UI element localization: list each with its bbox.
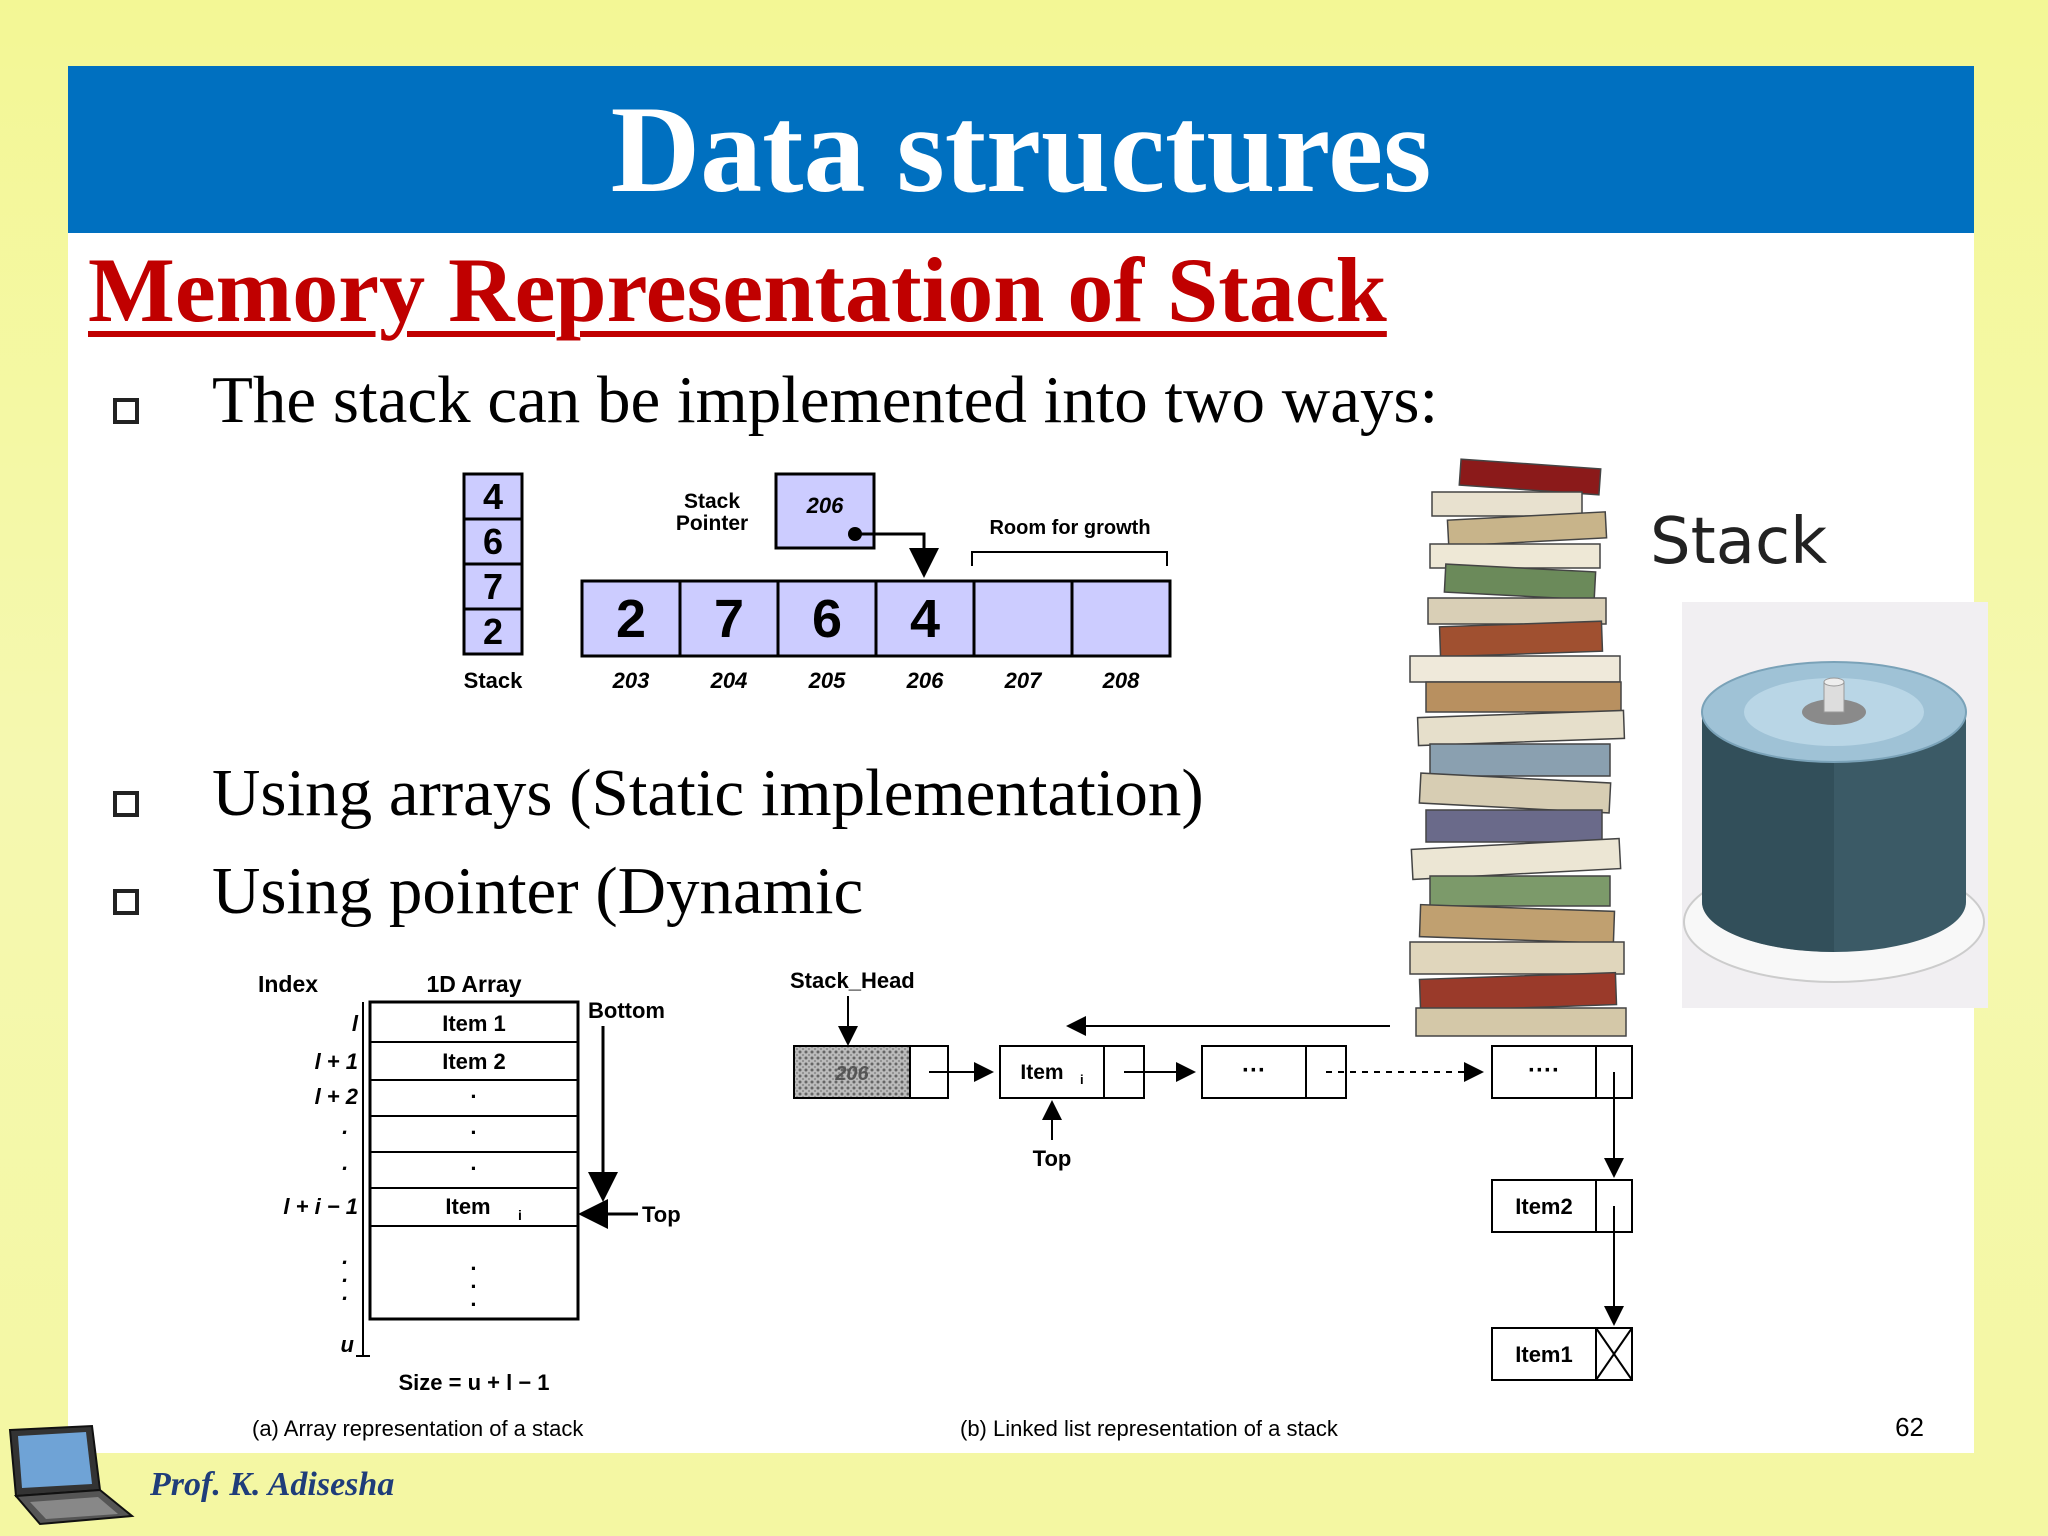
stack-cell: 2 — [483, 611, 503, 652]
head-node — [793, 1045, 911, 1099]
stack-array-figure: 4 6 7 2 Stack Stack Pointer 206 Room for… — [462, 472, 1172, 693]
stack-cell: 7 — [483, 566, 503, 607]
index-label: l — [352, 1011, 359, 1036]
item-i-label: Item — [1020, 1061, 1063, 1084]
book-stack-image — [1409, 458, 1627, 1037]
bullet-square-icon — [113, 398, 139, 424]
linked-list-figure: Stack_Head 206 Item i Top ··· ···· Item2… — [790, 968, 1633, 1441]
array-item: Item — [445, 1194, 490, 1219]
address-label: 208 — [1102, 668, 1140, 693]
ellipsis-label: ··· — [1242, 1057, 1266, 1084]
slide-title: Data structures — [610, 81, 1432, 218]
array-cell: 4 — [910, 589, 940, 649]
stack-cell: 4 — [483, 476, 503, 517]
address-label: 204 — [710, 668, 748, 693]
top-label: Top — [1033, 1146, 1072, 1171]
author-name: Prof. K. Adisesha — [150, 1466, 395, 1503]
array-cell: 2 — [616, 589, 646, 649]
index-label: l + 2 — [315, 1084, 359, 1109]
item2-label: Item2 — [1515, 1194, 1572, 1219]
growth-label: Room for growth — [989, 517, 1150, 539]
array-item: · — [470, 1156, 477, 1181]
head-label: Stack_Head — [790, 968, 915, 993]
stack-cell: 6 — [483, 521, 503, 562]
array-header: 1D Array — [426, 971, 521, 997]
bullet-square-icon — [113, 889, 139, 915]
array-cell: 6 — [812, 589, 842, 649]
array-box — [368, 1000, 580, 1321]
index-label: · — [341, 1120, 348, 1145]
index-header: Index — [258, 971, 318, 997]
ellipsis-node — [1491, 1045, 1597, 1099]
ellipsis-label: ···· — [1528, 1057, 1560, 1084]
bullet-text-1: The stack can be implemented into two wa… — [212, 363, 1439, 437]
bottom-label: Bottom — [588, 998, 665, 1023]
array-item: · — [470, 1084, 477, 1109]
top-label: Top — [642, 1202, 681, 1227]
pointer-label: Pointer — [676, 512, 748, 535]
index-label: l + 1 — [315, 1049, 358, 1074]
svg-text:·: · — [470, 1274, 477, 1299]
svg-text:·: · — [341, 1286, 348, 1311]
stack-label: Stack — [464, 668, 523, 693]
array-item: Item 2 — [442, 1049, 506, 1074]
array-item: Item 1 — [442, 1011, 506, 1036]
address-label: 207 — [1004, 668, 1043, 693]
pointer-value: 206 — [806, 493, 844, 518]
head-value: 206 — [834, 1063, 869, 1085]
address-label: 205 — [808, 668, 846, 693]
array-cell: 7 — [714, 589, 744, 649]
index-label: · — [341, 1156, 348, 1181]
size-label: Size = u + l − 1 — [398, 1370, 549, 1395]
item2-node — [1491, 1179, 1597, 1233]
array-representation-figure: Index 1D Array Item 1 Item 2 · · · Item … — [252, 971, 681, 1441]
address-label: 206 — [906, 668, 944, 693]
pointer-label: Stack — [684, 490, 740, 513]
page-number: 62 — [1895, 1412, 1924, 1442]
vertical-stack: 4 6 7 2 Stack — [462, 472, 524, 693]
caption-b: (b) Linked list representation of a stac… — [960, 1416, 1339, 1441]
array-cells: 2 7 6 4 — [580, 579, 1172, 658]
cd-spindle-image — [1682, 602, 1988, 1008]
bullet-text-3: Using pointer (Dynamic — [212, 854, 864, 928]
caption-a: (a) Array representation of a stack — [252, 1416, 584, 1441]
index-label: l + i − 1 — [283, 1194, 358, 1219]
address-label: 203 — [612, 668, 650, 693]
item-subscript: i — [1080, 1072, 1084, 1087]
pointer-arrow-icon — [855, 532, 939, 578]
laptop-icon — [8, 1424, 135, 1526]
index-label: u — [341, 1332, 355, 1357]
svg-text:·: · — [470, 1292, 477, 1317]
svg-text:·: · — [341, 1250, 348, 1275]
bullet-text-2: Using arrays (Static implementation) — [212, 756, 1204, 830]
title-bar: Data structures — [68, 66, 1974, 233]
svg-text:·: · — [470, 1256, 477, 1281]
item1-label: Item1 — [1515, 1342, 1572, 1367]
slide-subtitle: Memory Representation of Stack — [88, 239, 1387, 341]
stack-image-label: Stack — [1650, 505, 1828, 579]
item-subscript: i — [518, 1207, 522, 1223]
bullet-square-icon — [113, 791, 139, 817]
svg-text:·: · — [341, 1268, 348, 1293]
array-item: · — [470, 1120, 477, 1145]
